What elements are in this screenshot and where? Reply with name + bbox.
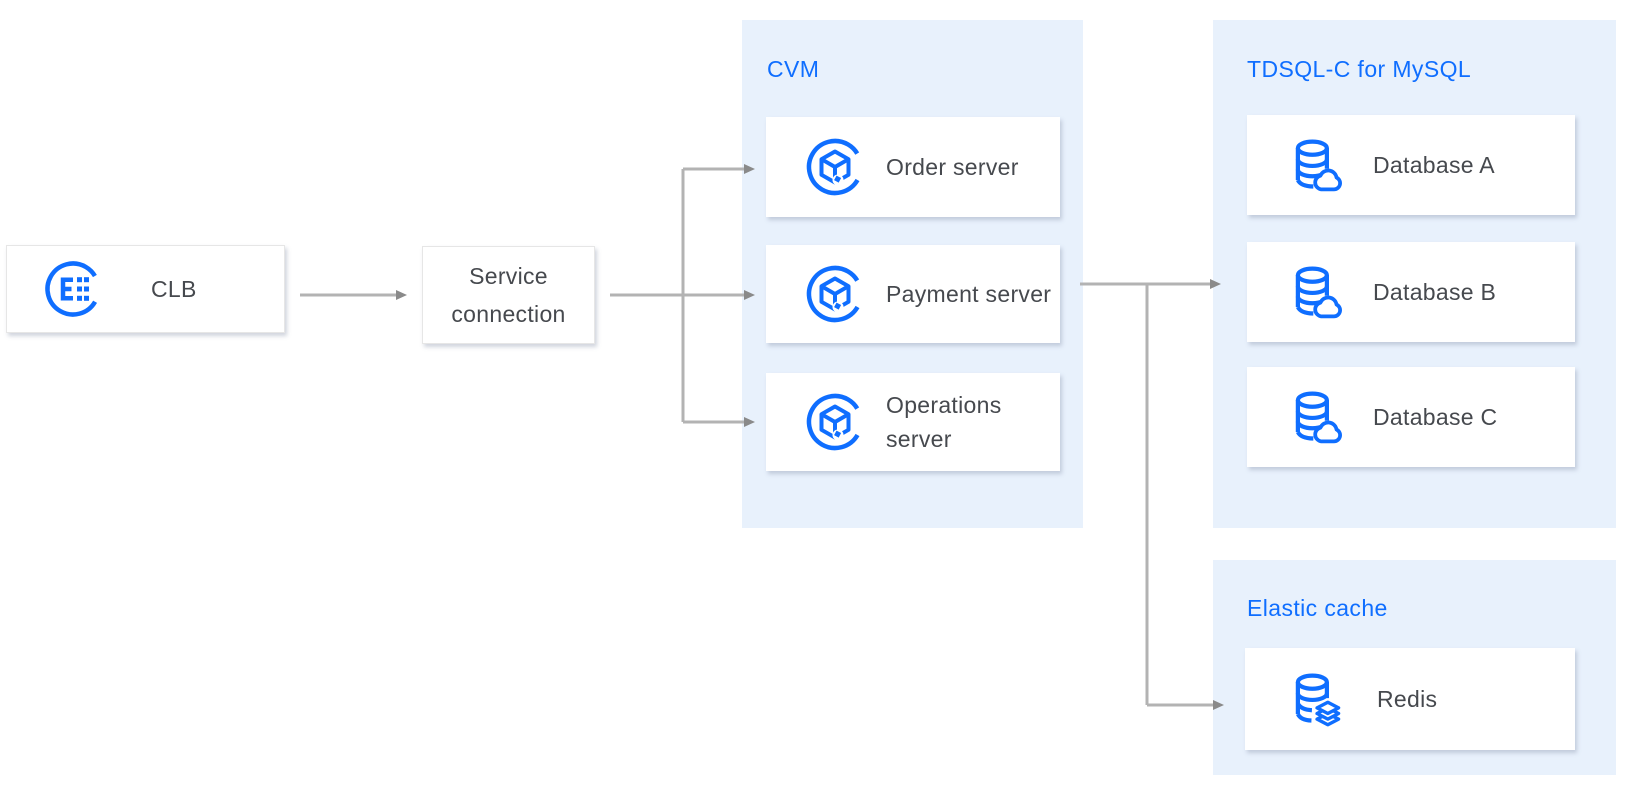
node-service-connection: Service connection	[422, 246, 595, 344]
group-title: Elastic cache	[1247, 595, 1388, 621]
node-payment-server: Payment server	[766, 245, 1060, 343]
database-cloud-icon	[1289, 261, 1347, 323]
database-stack-icon	[1289, 668, 1347, 730]
database-cloud-icon	[1289, 134, 1347, 196]
node-order-server: Order server	[766, 117, 1060, 217]
node-redis: Redis	[1245, 648, 1575, 750]
node-label: Order server	[886, 154, 1019, 180]
cvm-server-icon	[804, 136, 866, 198]
node-label: Database A	[1373, 152, 1495, 178]
node-label: Service connection	[451, 263, 566, 327]
load-balancer-icon	[43, 259, 103, 319]
group-title: TDSQL-C for MySQL	[1247, 56, 1472, 82]
node-operations-server: Operations server	[766, 373, 1060, 471]
group-elastic-cache: Elastic cache Redis	[1213, 560, 1616, 775]
node-label: Database B	[1373, 279, 1497, 305]
node-database-c: Database C	[1247, 367, 1575, 467]
group-tdsql-mysql: TDSQL-C for MySQL Database A Database B …	[1213, 20, 1616, 528]
node-database-a: Database A	[1247, 115, 1575, 215]
cvm-server-icon	[804, 391, 866, 453]
node-label: CLB	[151, 276, 197, 302]
cvm-server-icon	[804, 263, 866, 325]
node-label: Payment server	[886, 281, 1052, 307]
group-cvm: CVM Order server Payment server Operatio…	[742, 20, 1083, 528]
group-title: CVM	[767, 56, 820, 82]
node-clb: CLB	[6, 245, 285, 333]
node-label: Operations server	[886, 392, 1002, 452]
node-database-b: Database B	[1247, 242, 1575, 342]
node-label: Database C	[1373, 404, 1498, 430]
node-label: Redis	[1377, 686, 1438, 712]
database-cloud-icon	[1289, 386, 1347, 448]
